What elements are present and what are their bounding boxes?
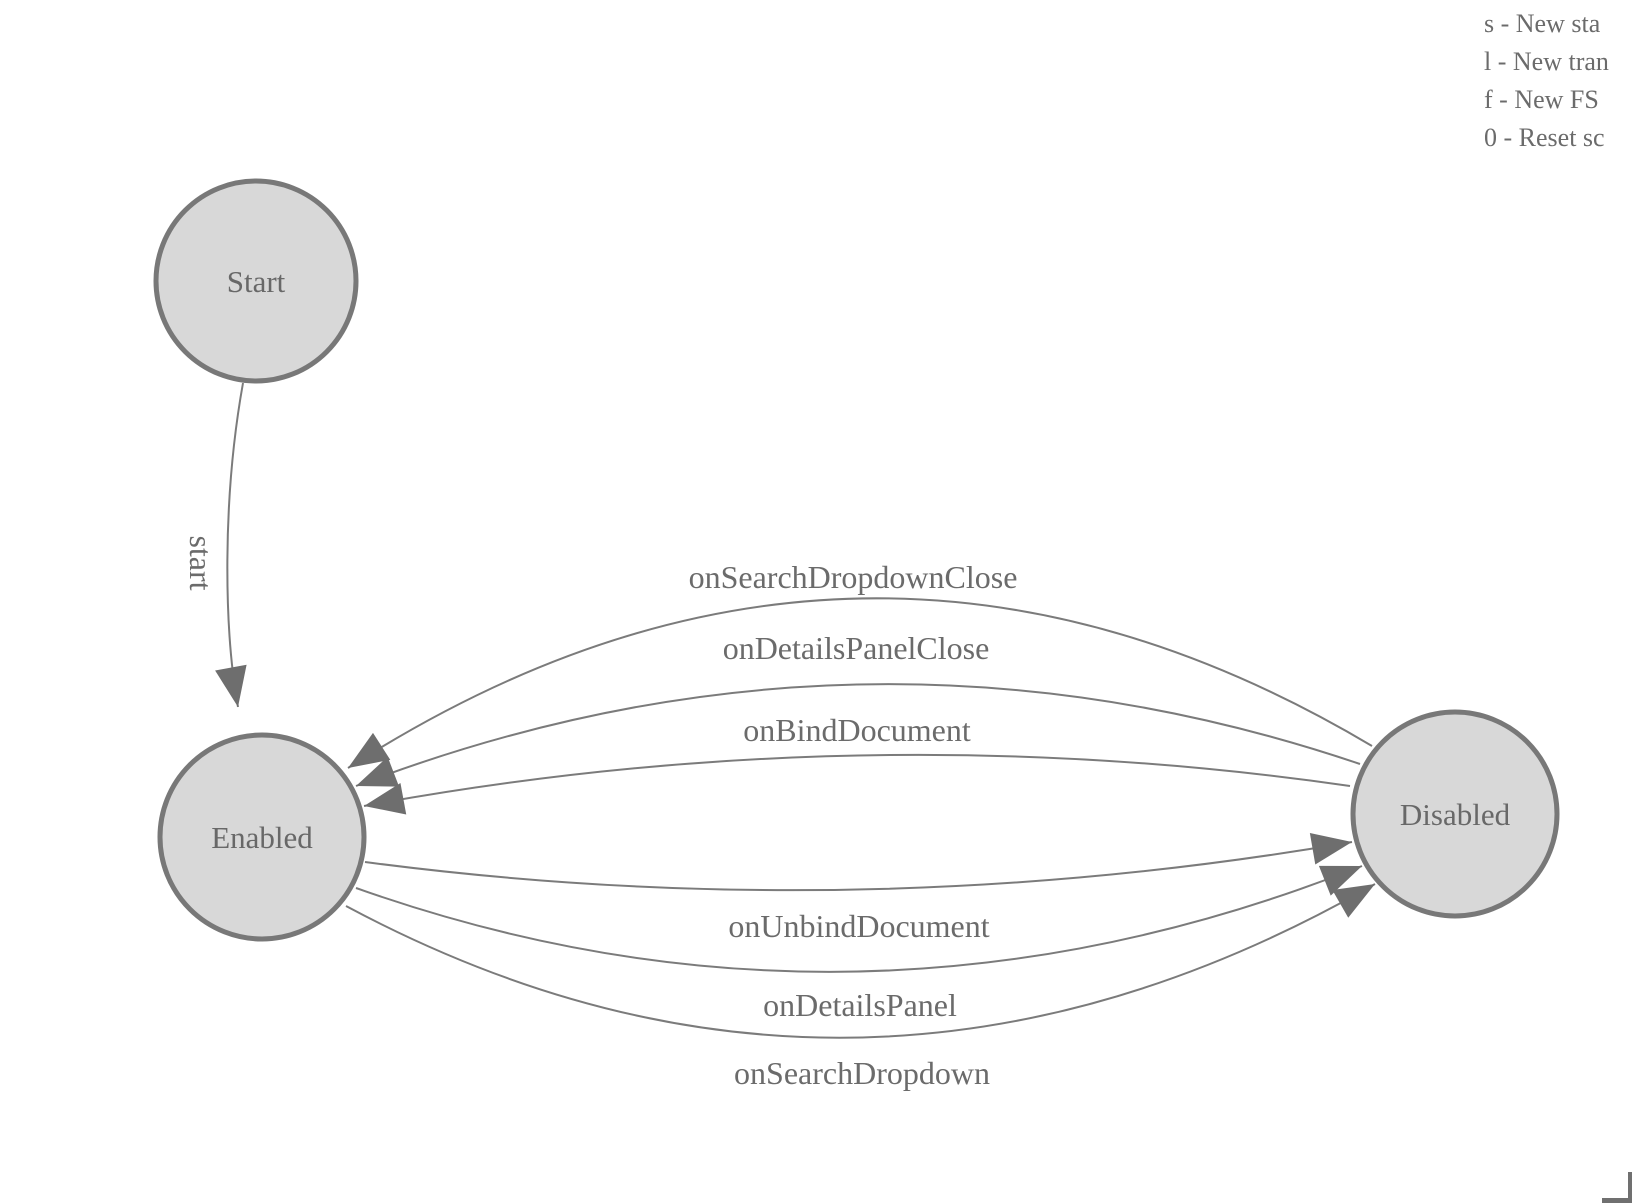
shortcut-legend: s - New sta l - New tran f - New FS 0 - … — [1484, 5, 1609, 157]
transition-label-onbinddocument: onBindDocument — [743, 712, 971, 748]
transition-label-onsearchdropdown: onSearchDropdown — [734, 1055, 990, 1091]
canvas-corner-mark — [1628, 1172, 1632, 1203]
transition-onsearchdropdownclose: onSearchDropdownClose — [347, 559, 1373, 769]
transition-label-onunbinddocument: onUnbindDocument — [728, 908, 989, 944]
transition-edge-start[interactable] — [215, 382, 247, 708]
state-disabled: Disabled — [1350, 709, 1560, 919]
transition-label-onsearchdropdownclose: onSearchDropdownClose — [689, 559, 1018, 595]
state-enabled: Enabled — [157, 732, 367, 942]
transition-edge-ondetailspanelclose[interactable] — [355, 683, 1361, 787]
transition-edge-onsearchdropdown[interactable] — [345, 883, 1376, 1039]
state-node-disabled[interactable] — [1350, 709, 1560, 919]
transition-label-start: start — [183, 535, 219, 590]
state-start: Start — [153, 178, 359, 384]
transition-ondetailspanel: onDetailsPanel — [355, 865, 1363, 1023]
state-label-disabled: Disabled — [1400, 797, 1511, 832]
transition-edge-onsearchdropdownclose[interactable] — [347, 597, 1373, 769]
transition-label-ondetailspanelclose: onDetailsPanelClose — [723, 630, 990, 666]
transition-onsearchdropdown: onSearchDropdown — [345, 883, 1376, 1091]
transition-onbinddocument: onBindDocument — [363, 712, 1351, 815]
transition-start: start — [183, 382, 247, 708]
state-node-enabled[interactable] — [157, 732, 367, 942]
transition-onunbinddocument: onUnbindDocument — [364, 833, 1353, 944]
state-node-start[interactable] — [153, 178, 359, 384]
legend-line: f - New FS — [1484, 85, 1599, 114]
state-label-start: Start — [227, 264, 286, 299]
transition-ondetailspanelclose: onDetailsPanelClose — [355, 630, 1361, 787]
legend-line: 0 - Reset sc — [1484, 123, 1605, 152]
transition-edge-onbinddocument[interactable] — [363, 753, 1351, 815]
state-label-enabled: Enabled — [211, 820, 313, 855]
transition-label-ondetailspanel: onDetailsPanel — [763, 987, 957, 1023]
legend-line: s - New sta — [1484, 9, 1601, 38]
legend-line: l - New tran — [1484, 47, 1609, 76]
canvas-corner-mark — [1602, 1198, 1632, 1203]
transition-edge-onunbinddocument[interactable] — [364, 833, 1353, 892]
transition-edge-ondetailspanel[interactable] — [355, 865, 1363, 973]
